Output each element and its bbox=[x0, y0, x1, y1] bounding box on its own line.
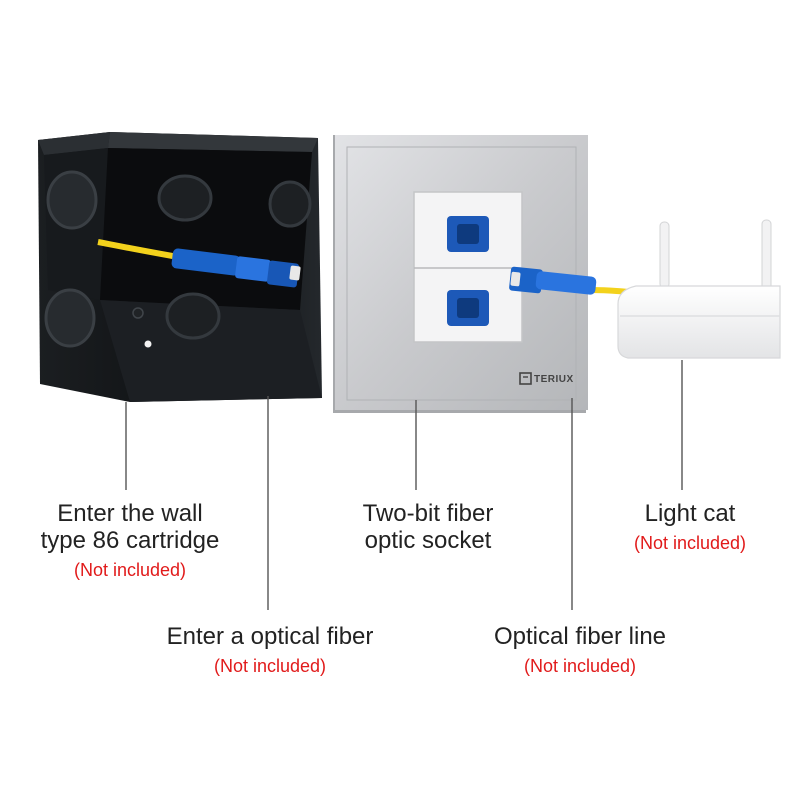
label-fiber-socket-line1: Two-bit fiber bbox=[362, 500, 494, 527]
wall-box bbox=[38, 132, 322, 402]
label-fiber-socket-line2: optic socket bbox=[364, 527, 492, 554]
label-fiber-line: Optical fiber line (Not included) bbox=[460, 623, 700, 677]
brand-name: TERIUX bbox=[534, 374, 574, 385]
label-light-cat-note: (Not included) bbox=[633, 533, 747, 553]
label-light-cat: Light cat (Not included) bbox=[600, 500, 780, 554]
label-optical-fiber-line1: Enter a optical fiber bbox=[166, 623, 374, 650]
label-optical-fiber: Enter a optical fiber (Not included) bbox=[140, 623, 400, 677]
label-fiber-line-note: (Not included) bbox=[523, 656, 637, 676]
label-wall-cartridge: Enter the wall type 86 cartridge (Not in… bbox=[10, 500, 250, 581]
label-wall-cartridge-line1: Enter the wall bbox=[57, 500, 203, 527]
label-optical-fiber-note: (Not included) bbox=[213, 656, 327, 676]
label-light-cat-line1: Light cat bbox=[644, 500, 736, 527]
router bbox=[617, 219, 781, 359]
teriux-logo bbox=[519, 372, 532, 385]
leader-lines bbox=[125, 360, 683, 610]
label-wall-cartridge-line2: type 86 cartridge bbox=[40, 527, 220, 554]
label-fiber-line-line1: Optical fiber line bbox=[493, 623, 667, 650]
fiber-in-box bbox=[97, 239, 301, 288]
label-fiber-socket: Two-bit fiber optic socket bbox=[318, 500, 538, 554]
label-wall-cartridge-note: (Not included) bbox=[73, 560, 187, 580]
